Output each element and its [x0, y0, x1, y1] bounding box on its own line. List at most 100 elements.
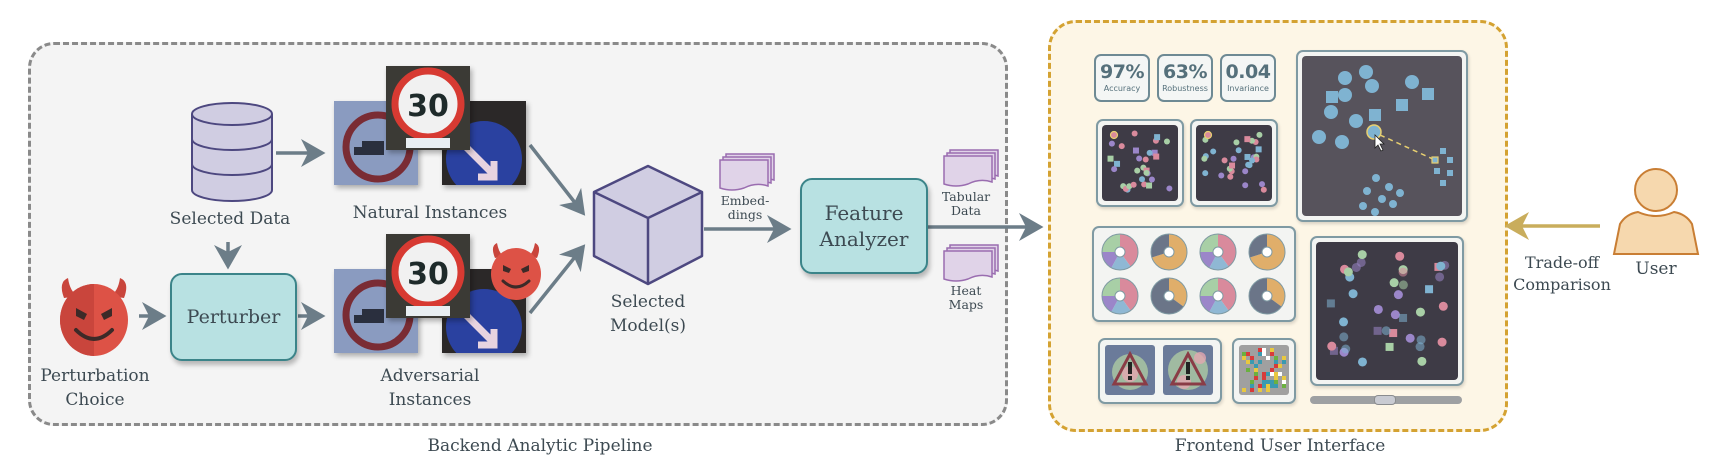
- heatmap-pixel: [1270, 372, 1274, 376]
- small-scatter-plot[interactable]: [1102, 125, 1178, 201]
- saliency-heatmap-card[interactable]: [1098, 338, 1222, 404]
- pie-slice: [1120, 234, 1138, 267]
- pie-slice: [1200, 278, 1218, 296]
- projection-scatter-card[interactable]: [1310, 236, 1464, 386]
- heatmap-pixel: [1270, 380, 1274, 384]
- scatter-point: [1210, 148, 1217, 155]
- scatter-point: [1246, 162, 1253, 169]
- projection-scatter-marks: [1326, 250, 1450, 367]
- scatter-point: [1111, 166, 1118, 173]
- heatmap-pixel: [1258, 360, 1262, 364]
- scatter-point: [1389, 329, 1398, 338]
- scatter-point: [1417, 356, 1427, 366]
- heatmap-pixel: [1258, 384, 1262, 388]
- metric-value: 0.04: [1225, 61, 1271, 83]
- scatter-point: [1146, 182, 1153, 189]
- heatmap-pixel: [1282, 384, 1286, 388]
- heat-maps-doc-icon: [943, 244, 999, 282]
- pixel-heatmap-card[interactable]: [1232, 338, 1296, 404]
- heatmap-pixel: [1262, 380, 1266, 384]
- small-scatter-plot[interactable]: [1196, 125, 1272, 201]
- embedding-scatter-card[interactable]: [1296, 50, 1468, 222]
- heatmap-pixel: [1246, 352, 1250, 356]
- metric-card-robustness[interactable]: 63% Robustness: [1157, 54, 1213, 102]
- scatter-point: [1130, 181, 1137, 188]
- scatter-point: [1249, 157, 1256, 164]
- scroll-thumb[interactable]: [1374, 395, 1396, 405]
- embedding-scatter-plot[interactable]: [1302, 56, 1462, 216]
- embeddings-doc-icon: [719, 153, 775, 191]
- pie-chart: [1101, 233, 1139, 271]
- projection-scatter-plot[interactable]: [1316, 242, 1458, 380]
- scatter-point: [1326, 299, 1335, 308]
- embeddings-line2: dings: [727, 207, 763, 222]
- heatmap-pixel: [1270, 368, 1274, 372]
- saliency-heatmaps: [1105, 345, 1213, 395]
- pie-charts-card[interactable]: [1092, 226, 1296, 322]
- scatter-point: [1357, 250, 1367, 260]
- metric-card-invariance[interactable]: 0.04 Invariance: [1220, 54, 1276, 102]
- scatter-point: [1134, 167, 1141, 174]
- heatmap-pixel: [1262, 372, 1266, 376]
- pie-slice: [1209, 252, 1229, 270]
- heatmap-pixel: [1250, 380, 1254, 384]
- scatter-point: [1114, 160, 1121, 167]
- heatmap-pixel: [1254, 376, 1258, 380]
- scatter-point: [1436, 261, 1446, 271]
- metric-card-accuracy[interactable]: 97% Accuracy: [1094, 54, 1150, 102]
- pie-hole: [1114, 246, 1126, 258]
- pie-chart: [1199, 233, 1237, 271]
- scatter-point: [1389, 278, 1399, 288]
- adv-speed-limit-sign-image: 30: [386, 234, 470, 318]
- heatmap-pixel: [1246, 360, 1250, 364]
- pie-hole: [1261, 290, 1273, 302]
- small-scatter-card-2[interactable]: [1190, 119, 1278, 207]
- heatmap-pixel: [1254, 364, 1258, 368]
- pie-outline: [1199, 233, 1237, 271]
- small-scatter-marks: [1201, 130, 1267, 193]
- pie-slice: [1218, 278, 1236, 311]
- scatter-point: [1229, 162, 1236, 169]
- scatter-point: [1235, 147, 1242, 154]
- scatter-point: [1381, 326, 1391, 336]
- scatter-point: [1399, 313, 1408, 322]
- pie-slice: [1102, 234, 1120, 252]
- small-scatter-card-1[interactable]: [1096, 119, 1184, 207]
- heatmap-pixel: [1274, 372, 1278, 376]
- heatmap-pixel: [1242, 388, 1246, 392]
- heatmap-pixel: [1274, 384, 1278, 388]
- metric-value: 63%: [1163, 61, 1207, 83]
- scatter-point: [1244, 153, 1251, 160]
- feature-analyzer-line2: Analyzer: [819, 227, 909, 251]
- scatter-point: [1221, 157, 1228, 164]
- pie-chart: [1248, 277, 1286, 315]
- scatter-point: [1107, 155, 1114, 162]
- heatmap-pixel: [1282, 380, 1286, 384]
- perturbation-choice-line1: Perturbation: [40, 366, 150, 386]
- selected-data-label: Selected Data: [169, 209, 291, 229]
- pixel-heatmap: [1239, 345, 1289, 395]
- speed-limit-sign-image: 30: [386, 66, 470, 150]
- heat-maps-label: Heat Maps: [938, 284, 994, 312]
- pie-outline: [1101, 233, 1139, 271]
- heatmap-pixel: [1262, 384, 1266, 388]
- scatter-point: [1242, 182, 1249, 189]
- pie-slice: [1111, 252, 1131, 270]
- adversarial-line1: Adversarial: [380, 366, 480, 386]
- cursor-icon: [1374, 134, 1385, 152]
- arrow-adversarial-to-model: [528, 244, 586, 315]
- scatter-point: [1437, 337, 1447, 347]
- scatter-point: [1339, 317, 1349, 327]
- scatter-point: [1166, 185, 1173, 192]
- perturbation-choice-line2: Choice: [65, 390, 125, 410]
- heatmap-pixel: [1254, 368, 1258, 372]
- heatmap-pixel: [1246, 368, 1250, 372]
- scatter-point: [1143, 169, 1150, 176]
- scatter-point: [1398, 280, 1408, 290]
- embeddings-line1: Embed-: [720, 193, 770, 208]
- tabular-data-label: Tabular Data: [938, 190, 994, 218]
- scroll-track[interactable]: [1310, 395, 1462, 405]
- heatmap-pixel: [1282, 376, 1286, 380]
- pie-outline: [1150, 277, 1188, 315]
- arrow-natural-to-model: [528, 143, 586, 216]
